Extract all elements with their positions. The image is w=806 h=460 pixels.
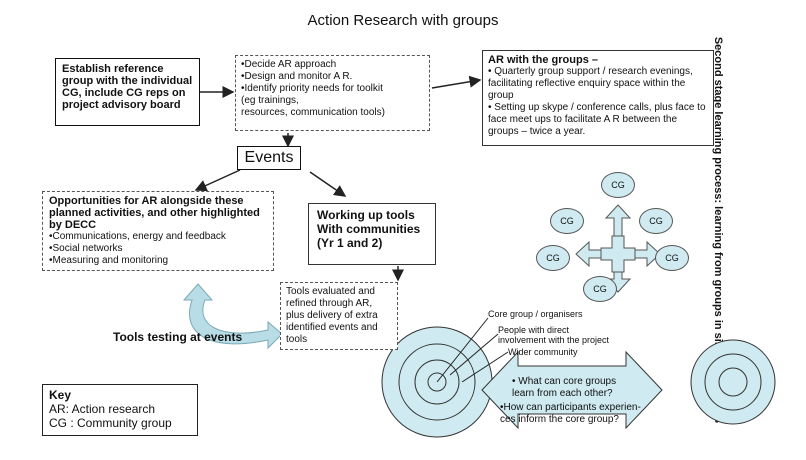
cg-label: CG — [611, 180, 625, 190]
approach-line: •Design and monitor A R. — [241, 71, 353, 82]
approach-line: •Decide AR approach — [241, 59, 337, 70]
cg-label: CG — [593, 284, 607, 294]
opportunities-item: •Measuring and monitoring — [49, 255, 169, 266]
cg-node: CG — [536, 245, 570, 271]
events-label: Events — [244, 149, 294, 166]
arrow-events-to-opportunities — [194, 169, 241, 192]
box-ar-groups: AR with the groups – • Quarterly group s… — [482, 50, 714, 146]
arrow-events-to-working — [309, 171, 347, 197]
opportunities-item: •Social networks — [49, 243, 123, 254]
tools-testing-arrow — [182, 283, 283, 350]
circle-label-core: Core group / organisers — [488, 309, 583, 319]
reference-group-text: Establish reference group with the indiv… — [62, 63, 193, 111]
approach-line: (eg trainings, — [241, 95, 299, 106]
double-arrow — [481, 350, 663, 430]
cg-node: CG — [655, 245, 689, 271]
cg-node: CG — [639, 208, 673, 234]
question-1: • What can core groups learn from each o… — [512, 376, 617, 399]
key-line: AR: Action research — [49, 402, 156, 416]
key-line: CG : Community group — [49, 416, 172, 430]
tools-evaluated-text: Tools evaluated and refined through AR, … — [286, 286, 378, 345]
box-ar-approach: •Decide AR approach •Design and monitor … — [235, 55, 430, 131]
key-heading: Key — [49, 388, 72, 402]
cg-label: CG — [546, 253, 560, 263]
key-box: Key AR: Action research CG : Community g… — [42, 384, 198, 436]
groups-body: • Quarterly group support / research eve… — [488, 66, 706, 137]
box-working-tools: Working up tools With communities (Yr 1 … — [308, 203, 436, 265]
question-2: •How can participants experien- ces info… — [500, 402, 641, 425]
cg-cross-arrows — [575, 204, 661, 293]
concentric-circles-right — [690, 339, 776, 425]
opportunities-item: •Communications, energy and feedback — [49, 231, 226, 242]
circle-leader-lines — [436, 317, 509, 383]
box-tools-evaluated: Tools evaluated and refined through AR, … — [280, 282, 398, 350]
cg-node: CG — [583, 276, 617, 302]
working-tools-text: Working up tools With communities (Yr 1 … — [317, 208, 421, 250]
cg-label: CG — [665, 253, 679, 263]
cg-node: CG — [601, 172, 635, 198]
cg-label: CG — [649, 216, 663, 226]
tools-testing-label: Tools testing at events — [113, 330, 243, 344]
cg-node: CG — [550, 208, 584, 234]
box-opportunities: Opportunities for AR alongside these pla… — [42, 191, 274, 271]
cg-label: CG — [560, 216, 574, 226]
opportunities-heading: Opportunities for AR alongside these pla… — [49, 195, 260, 231]
box-reference-group: Establish reference group with the indiv… — [55, 58, 200, 126]
page-title: Action Research with groups — [307, 12, 499, 29]
circle-label-direct: People with direct involvement with the … — [498, 325, 610, 345]
arrow-approach-to-groups — [431, 75, 482, 89]
events-box: Events — [237, 146, 301, 170]
circle-label-wider: Wider community — [508, 347, 578, 357]
approach-line: •Identify priority needs for toolkit — [241, 83, 383, 94]
groups-heading: AR with the groups – — [488, 54, 598, 66]
approach-line: resources, communication tools) — [241, 107, 385, 118]
